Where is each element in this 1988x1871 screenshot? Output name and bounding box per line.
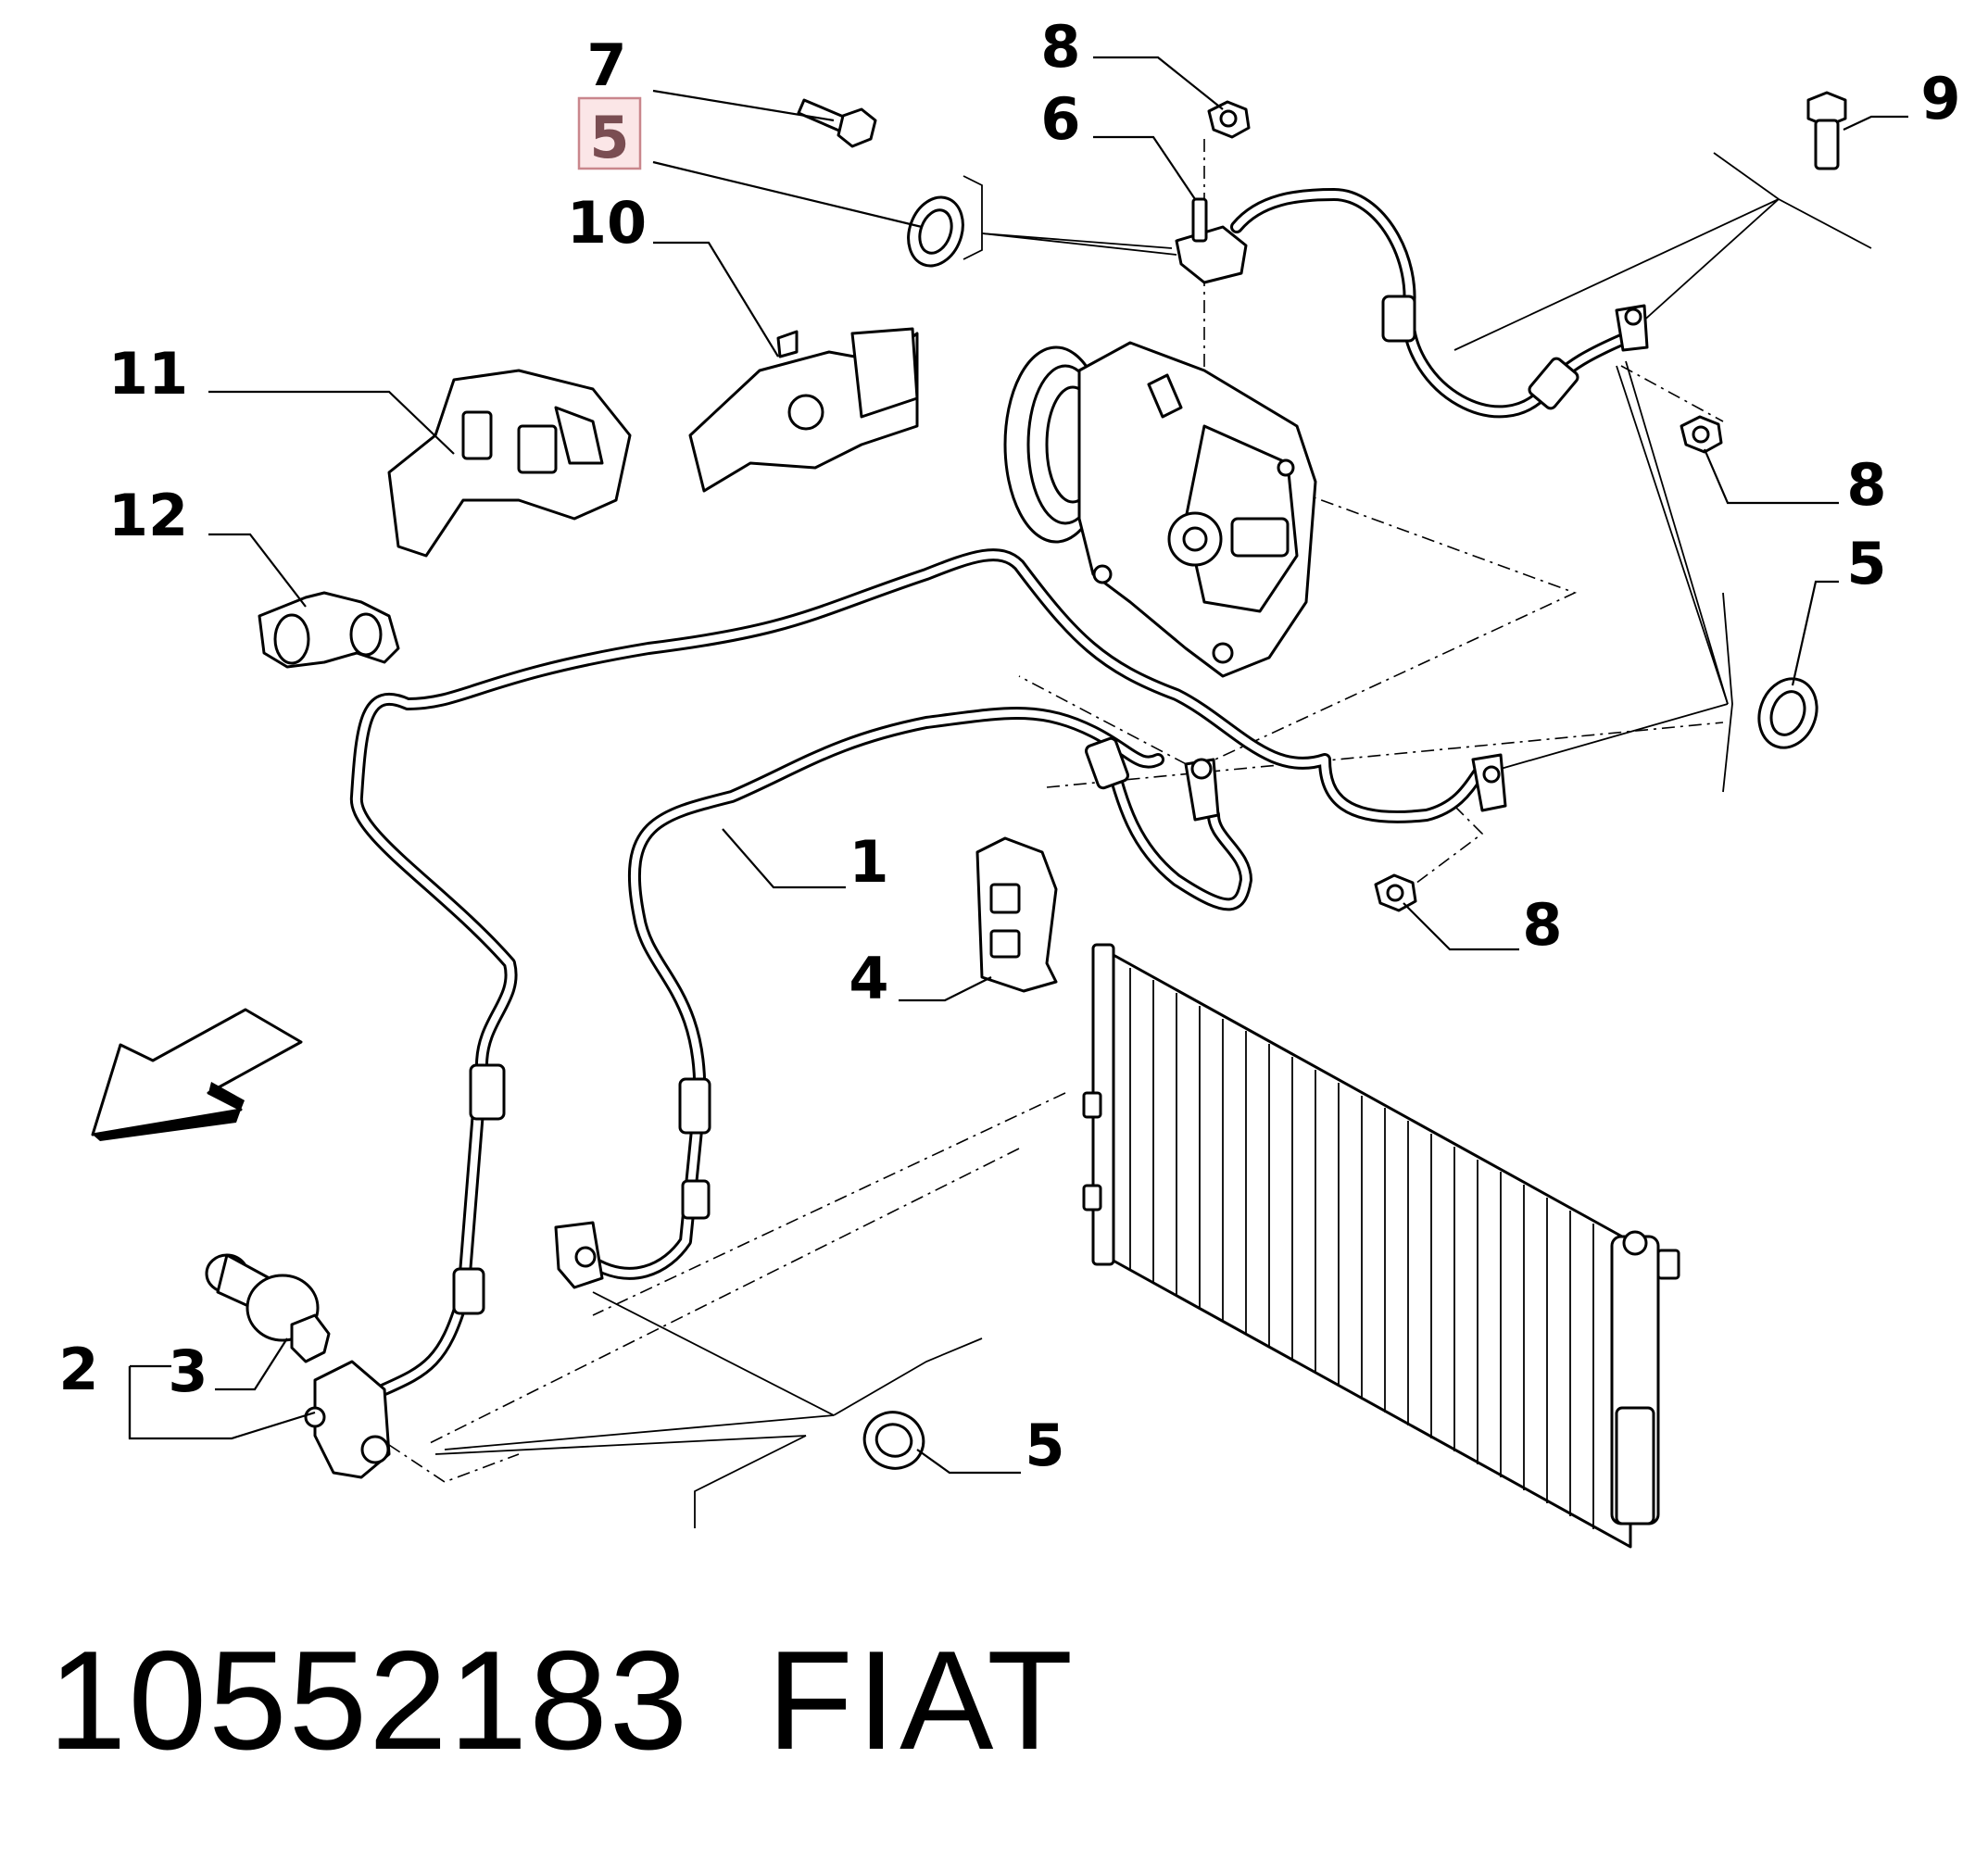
- pipe-long-upper: [349, 548, 1489, 1396]
- callout-3: 3: [168, 1337, 208, 1405]
- seal-5-top: [907, 195, 964, 268]
- pressure-switch-3: [205, 1253, 331, 1363]
- condenser-fins: [1129, 968, 1594, 1529]
- bracket-11: [387, 369, 632, 558]
- callout-4: 4: [849, 945, 888, 1012]
- callout-5-right: 5: [1846, 530, 1886, 597]
- bolt-9: [1806, 91, 1847, 170]
- bracket-10: [688, 327, 919, 493]
- construction-lines: [388, 139, 1724, 1483]
- callout-9: 9: [1920, 65, 1960, 132]
- nut-8-right: [1680, 415, 1723, 454]
- bracket-4: [975, 836, 1058, 993]
- pipe-fittings: [554, 304, 1649, 1289]
- callout-7: 7: [586, 31, 626, 99]
- callout-5-highlight-box: [577, 96, 642, 170]
- callouts: 7 5 10 11 12 8 6 9 8 5 1 4 8 2 3 5: [58, 13, 1960, 1479]
- leader-lines: [128, 56, 1908, 1475]
- bolt-7: [797, 98, 877, 148]
- ac-hose-exploded-diagram: 7 5 10 11 12 8 6 9 8 5 1 4 8 2 3 5: [58, 13, 1961, 1549]
- callout-8-top: 8: [1040, 13, 1080, 81]
- fitting-2: [304, 1360, 391, 1479]
- callout-5-bottom: 5: [1025, 1412, 1064, 1479]
- bracket-lines: [434, 152, 1872, 1528]
- callout-12: 12: [108, 482, 188, 549]
- callout-2: 2: [58, 1336, 98, 1403]
- front-direction-arrow: [91, 1008, 303, 1141]
- nut-8-top: [1207, 100, 1251, 139]
- hose-sleeves: [452, 295, 1579, 1315]
- callout-10: 10: [567, 189, 647, 257]
- clip-12: [258, 591, 400, 669]
- condenser: [1082, 943, 1680, 1549]
- ac-compressor: [1003, 341, 1317, 678]
- callout-5-highlighted: 5: [589, 104, 629, 171]
- callout-6: 6: [1040, 85, 1080, 153]
- callout-8-mid: 8: [1522, 891, 1562, 959]
- callout-8-right: 8: [1846, 451, 1886, 519]
- seal-5-right: [1757, 677, 1818, 749]
- callout-1: 1: [849, 828, 888, 896]
- brand-name: FIAT: [767, 1622, 1077, 1779]
- stud-6: [1175, 197, 1248, 284]
- callout-11: 11: [108, 340, 188, 408]
- part-number: 10552183: [48, 1622, 690, 1779]
- nut-8-mid: [1374, 873, 1417, 912]
- seal-5-bottom: [862, 1411, 925, 1470]
